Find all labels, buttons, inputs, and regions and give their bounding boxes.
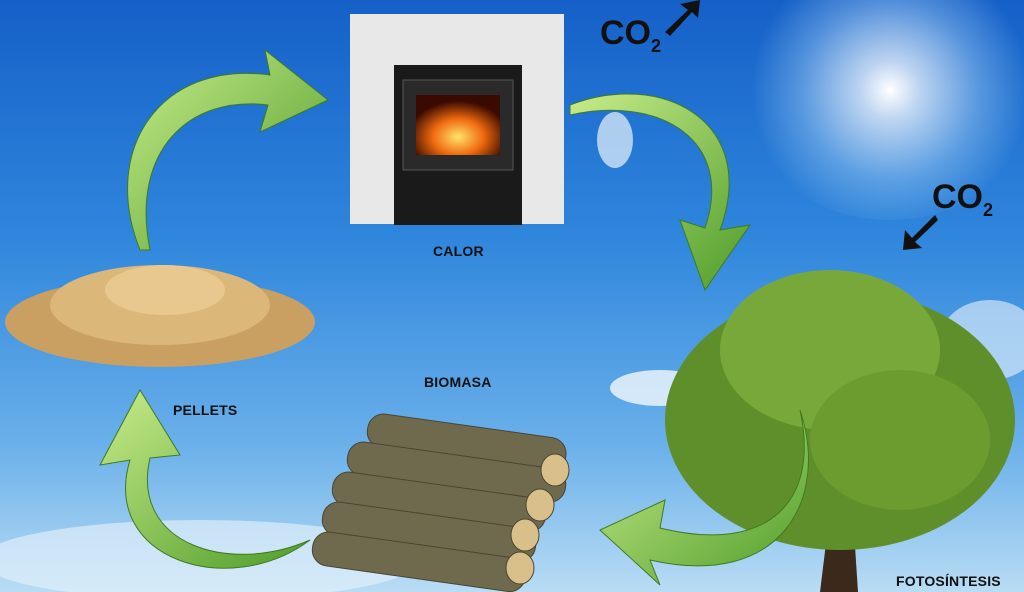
co2-subscript: 2: [983, 199, 994, 220]
tree-image: [665, 270, 1015, 592]
co2-absorption-label: CO2: [932, 178, 993, 221]
cycle-arrow: [99, 48, 809, 586]
co2-emission-arrow: [665, 0, 700, 36]
co2-absorption-arrow: [903, 215, 938, 250]
co2-subscript: 2: [651, 35, 662, 56]
pellets-label: PELLETS: [173, 402, 238, 418]
co2-emission-label: CO2: [600, 14, 661, 57]
stove-image: [350, 14, 564, 225]
fotosintesis-label: FOTOSÍNTESIS: [896, 573, 1001, 589]
cloud: [597, 112, 633, 168]
co2-text: CO: [932, 178, 983, 216]
co2-text: CO: [600, 14, 651, 52]
calor-label: CALOR: [433, 243, 484, 259]
firewood-logs-image: [311, 413, 570, 592]
sun: [740, 0, 1024, 220]
pellets-image: [5, 265, 315, 367]
biomasa-label: BIOMASA: [424, 374, 492, 390]
